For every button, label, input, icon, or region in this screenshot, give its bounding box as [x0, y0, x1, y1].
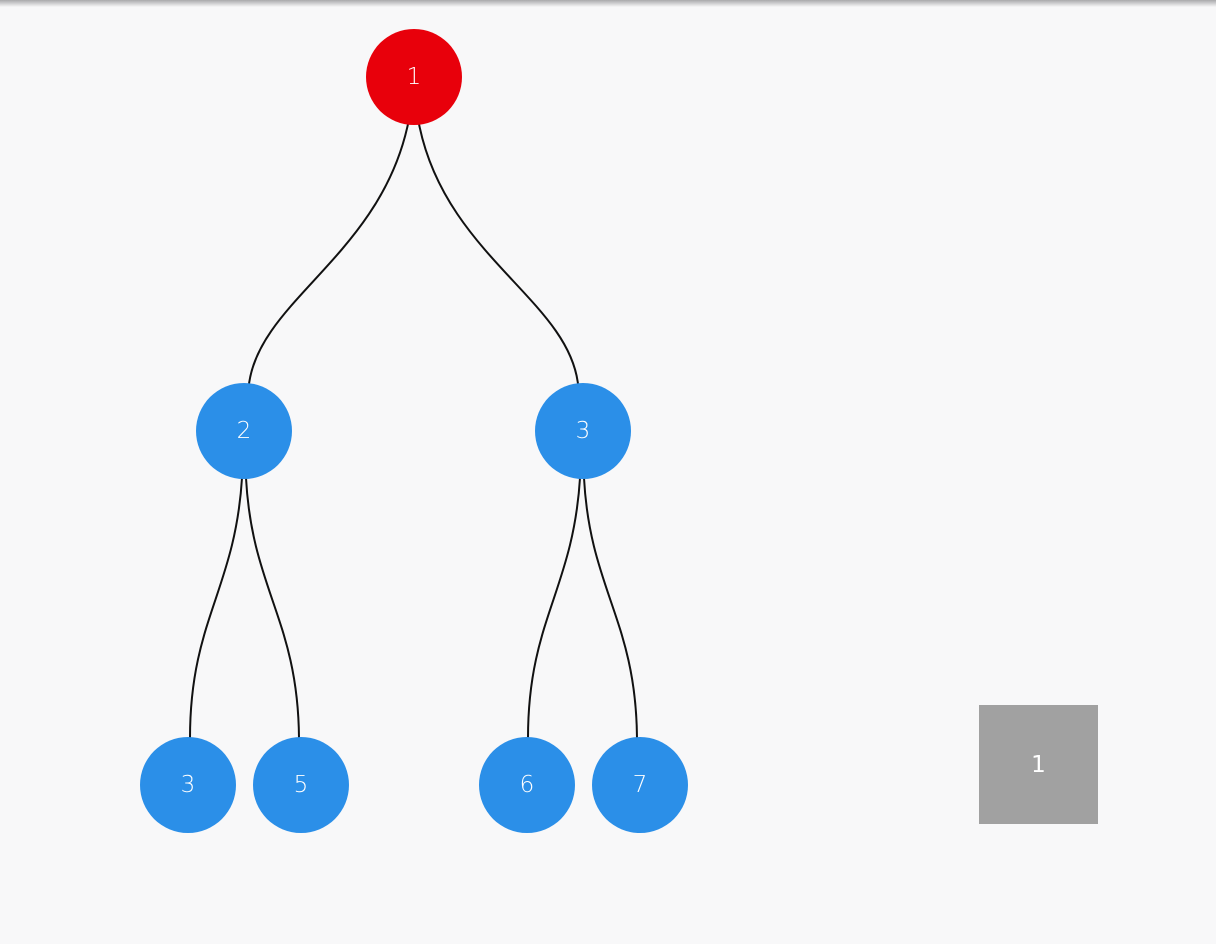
edge-1-3: [418, 123, 579, 385]
tree-node-leaf-7[interactable]: 7: [592, 737, 688, 833]
node-label: 6: [519, 772, 535, 798]
tree-node-3[interactable]: 3: [535, 383, 631, 479]
node-label: 3: [180, 772, 196, 798]
node-label: 3: [575, 418, 591, 444]
edge-3-7: [583, 477, 638, 739]
tree-node-leaf-6[interactable]: 6: [479, 737, 575, 833]
edge-2-5: [245, 477, 300, 739]
square-label: 1: [1031, 751, 1046, 778]
node-label: 1: [406, 64, 422, 90]
tree-node-2[interactable]: 2: [196, 383, 292, 479]
node-label: 2: [236, 418, 252, 444]
node-label: 7: [632, 772, 648, 798]
edge-1-2: [248, 123, 409, 385]
gray-square-box[interactable]: 1: [979, 705, 1098, 824]
top-shadow: [0, 0, 1216, 7]
tree-node-leaf-5[interactable]: 5: [253, 737, 349, 833]
node-label: 5: [293, 772, 309, 798]
edge-2-3: [189, 477, 243, 739]
tree-node-1[interactable]: 1: [366, 29, 462, 125]
edge-3-6: [527, 477, 581, 739]
tree-node-leaf-3[interactable]: 3: [140, 737, 236, 833]
